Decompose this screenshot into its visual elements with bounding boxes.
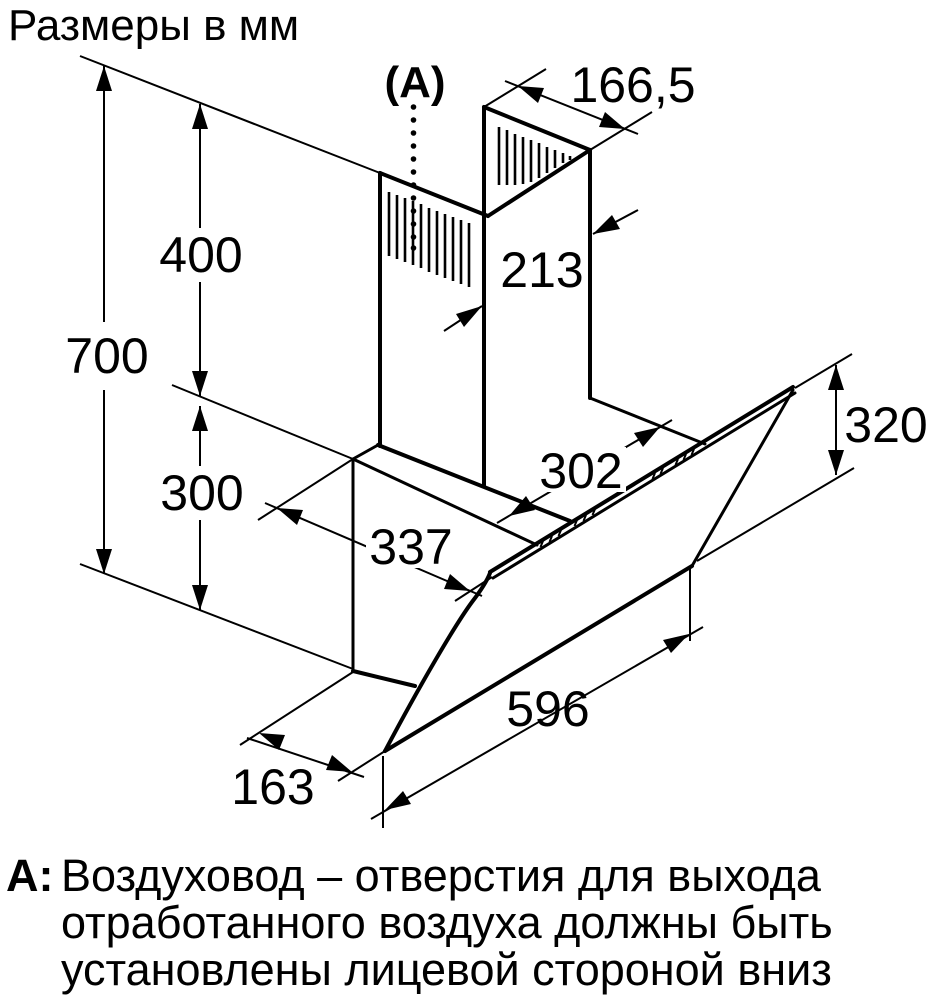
dimension-400 (192, 104, 208, 396)
dim-300-label: 300 (160, 465, 243, 521)
dimension-302 (496, 419, 673, 524)
dim-337-label: 337 (369, 519, 452, 575)
footnote-line: Воздуховод – отверстия для выхода (61, 850, 822, 901)
dimension-163 (246, 733, 365, 778)
dim-596-label: 596 (506, 681, 589, 737)
vent-slats-front (497, 127, 572, 185)
dimension-300 (192, 406, 208, 610)
dim-400-label: 400 (159, 227, 242, 283)
dotted-leader-line (410, 104, 417, 251)
vent-slots-ticks (539, 448, 695, 548)
dimension-213 (443, 209, 639, 332)
dimension-337 (264, 502, 483, 597)
vent-slats-rear (387, 192, 471, 287)
extension-lines (79, 55, 855, 828)
dimension-166-5 (504, 80, 639, 135)
page-title: Размеры в мм (8, 1, 299, 50)
footnote-line: установлены лицевой стороной вниз (61, 944, 832, 995)
glass-panel (383, 385, 797, 753)
dim-213-label: 213 (500, 242, 583, 298)
dim-700-label: 700 (65, 328, 148, 384)
duct-marker-label: (A) (384, 58, 445, 107)
dimension-lines (96, 66, 844, 820)
dim-302-label: 302 (539, 443, 622, 499)
dimension-320 (828, 365, 844, 475)
dim-163-label: 163 (231, 759, 314, 815)
duct-marker: (A) (384, 58, 446, 251)
dimension-700 (96, 66, 112, 574)
footnote-marker: A: (6, 850, 53, 901)
glass-front-edge (383, 571, 492, 753)
dimension-labels: 700 400 300 166,5 213 302 337 320 596 16… (65, 57, 927, 815)
hood-body (351, 396, 707, 688)
dimension-596 (370, 626, 704, 820)
chimney-duct (378, 105, 592, 488)
dim-320-label: 320 (844, 397, 927, 453)
footnote: A: Воздуховод – отверстия для выхода отр… (6, 850, 833, 995)
footnote-line: отработанного воздуха должны быть (61, 897, 833, 948)
dim-166-5-label: 166,5 (570, 57, 695, 113)
